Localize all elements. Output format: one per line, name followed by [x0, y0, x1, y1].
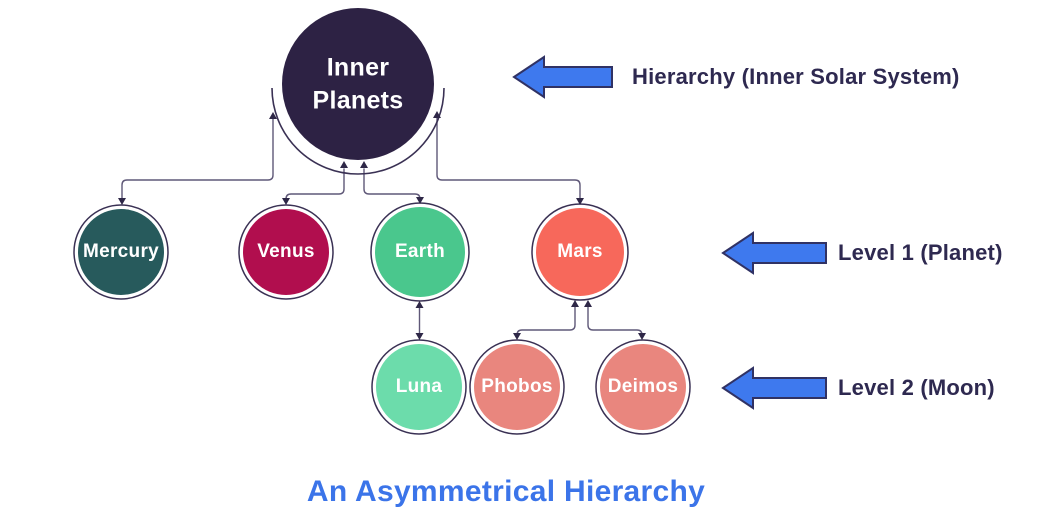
arrowheads-root-mercury [118, 112, 277, 205]
node-label-deimos: Deimos [607, 376, 679, 397]
level1-annotation-label: Level 1 (Planet) [838, 240, 1003, 265]
node-earth [370, 202, 470, 302]
node-label-luna: Luna [395, 376, 443, 397]
connector-mars-deimos [587, 302, 643, 337]
level1-left-arrow-icon [721, 231, 827, 275]
connector-root-earth [363, 168, 421, 201]
node-mars [531, 203, 629, 301]
node-venus [238, 204, 334, 300]
node-phobos [469, 339, 565, 435]
node-label-inner-planets: Inner Planets [312, 53, 404, 115]
level2-annotation-label: Level 2 (Moon) [838, 375, 995, 400]
connector-mars-phobos [516, 302, 576, 337]
arrowheads-root-earth [360, 161, 424, 204]
connector-root-venus [285, 168, 345, 201]
node-label-earth: Earth [394, 241, 446, 262]
node-label-venus: Venus [257, 241, 315, 262]
node-label-mercury: Mercury [82, 241, 160, 262]
arrowheads-mars-phobos [513, 300, 579, 340]
node-inner-planets [271, 8, 445, 175]
node-mercury [73, 204, 169, 300]
node-label-mars: Mars [557, 241, 603, 262]
node-luna [371, 339, 467, 435]
hierarchy-annotation-label: Hierarchy (Inner Solar System) [632, 64, 960, 89]
arrowheads-mars-deimos [584, 300, 646, 340]
connector-root-mercury [121, 117, 274, 200]
root-cradle-arc [271, 87, 445, 175]
node-label-phobos: Phobos [481, 376, 553, 397]
arrowheads-root-mars [433, 111, 584, 205]
level2-left-arrow-icon [721, 366, 827, 410]
diagram-title: An Asymmetrical Hierarchy [306, 475, 706, 508]
hierarchy-left-arrow-icon [512, 55, 613, 99]
arrowheads-root-venus [282, 161, 348, 205]
node-deimos [595, 339, 691, 435]
connector-root-mars [436, 116, 581, 200]
